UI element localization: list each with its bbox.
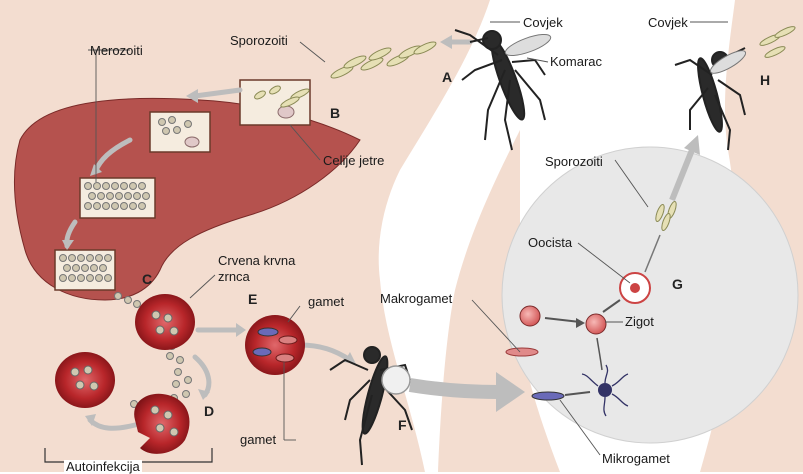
- label-covjek-left: Covjek: [523, 16, 563, 30]
- label-sporozoiti-mid: Sporozoiti: [545, 155, 603, 169]
- liver-cell-b: [240, 80, 310, 125]
- liver-cell-merozoites: [80, 178, 155, 218]
- label-gamet-bottom: gamet: [240, 433, 276, 447]
- label-crvena-line2: zrnca: [218, 270, 250, 284]
- label-covjek-right: Covjek: [648, 16, 688, 30]
- zygote: [586, 314, 606, 334]
- stage-label-d: D: [204, 404, 214, 418]
- label-gamet-top: gamet: [308, 295, 344, 309]
- oocyst: [620, 273, 650, 303]
- label-zigot: Zigot: [625, 315, 654, 329]
- label-crvena-line1: Crvena krvna: [218, 254, 295, 268]
- liver-cell-rupturing: [55, 250, 115, 290]
- label-merozoiti: Merozoiti: [90, 44, 143, 58]
- stage-label-e: E: [248, 292, 257, 306]
- stage-label-f: F: [398, 418, 407, 432]
- stage-label-a: A: [442, 70, 452, 84]
- label-komarac: Komarac: [550, 55, 602, 69]
- label-mikrogamet: Mikrogamet: [602, 452, 670, 466]
- red-blood-cell-c: [135, 294, 195, 350]
- stage-label-g: G: [672, 277, 683, 291]
- red-blood-cell-autoinfection: [55, 352, 115, 408]
- label-makrogamet: Makrogamet: [380, 292, 452, 306]
- stage-label-c: C: [142, 272, 152, 286]
- label-oocista: Oocista: [528, 236, 572, 250]
- red-blood-cell-e-gametes: [245, 315, 305, 375]
- arrow-f-to-gut: [410, 385, 500, 392]
- label-celije-jetre: Celije jetre: [323, 154, 384, 168]
- stage-label-b: B: [330, 106, 340, 120]
- label-sporozoiti-top: Sporozoiti: [230, 34, 288, 48]
- liver-cell-early: [150, 112, 210, 152]
- stage-label-h: H: [760, 73, 770, 87]
